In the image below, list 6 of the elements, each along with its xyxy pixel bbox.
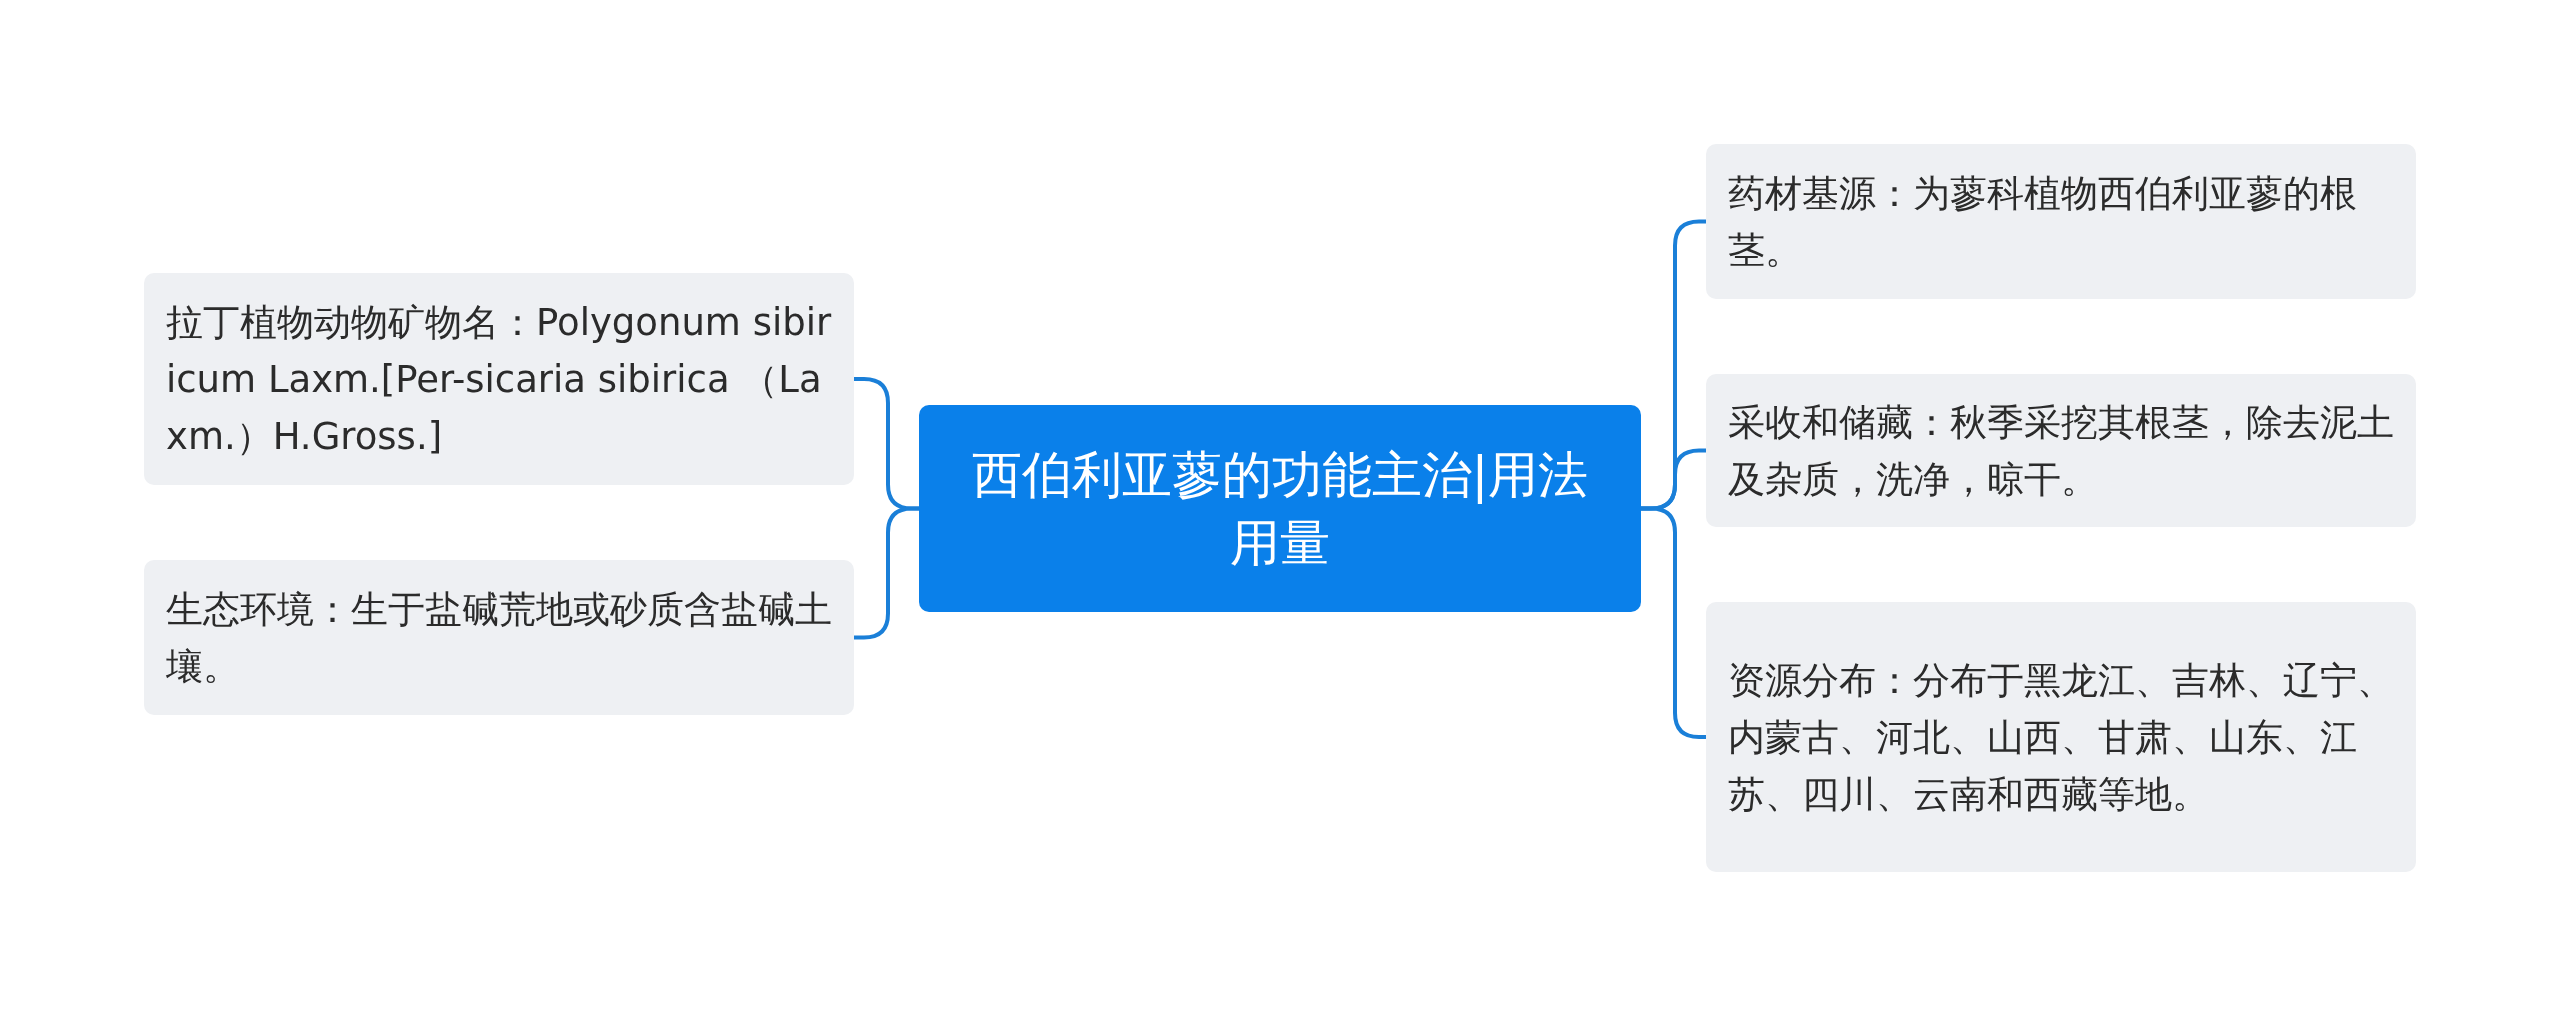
subtopic-box: 拉丁植物动物矿物名：Polygonum sibiricum Laxm.[Per-sicaria sibirica （Laxm.）H.Gross.] xyxy=(144,273,854,485)
topic-box: 西伯利亚蓼的功能主治|用法用量 xyxy=(919,405,1641,612)
subtopic-box: 采收和储藏：秋季采挖其根茎，除去泥土及杂质，洗净，晾干。 xyxy=(1706,374,2416,527)
subtopic-box: 生态环境：生于盐碱荒地或砂质含盐碱土壤。 xyxy=(144,560,854,715)
subtopic-box: 药材基源：为蓼科植物西伯利亚蓼的根茎。 xyxy=(1706,144,2416,299)
subtopic-box: 资源分布：分布于黑龙江、吉林、辽宁、内蒙古、河北、山西、甘肃、山东、江苏、四川、云南和西藏等地。 xyxy=(1706,602,2416,872)
